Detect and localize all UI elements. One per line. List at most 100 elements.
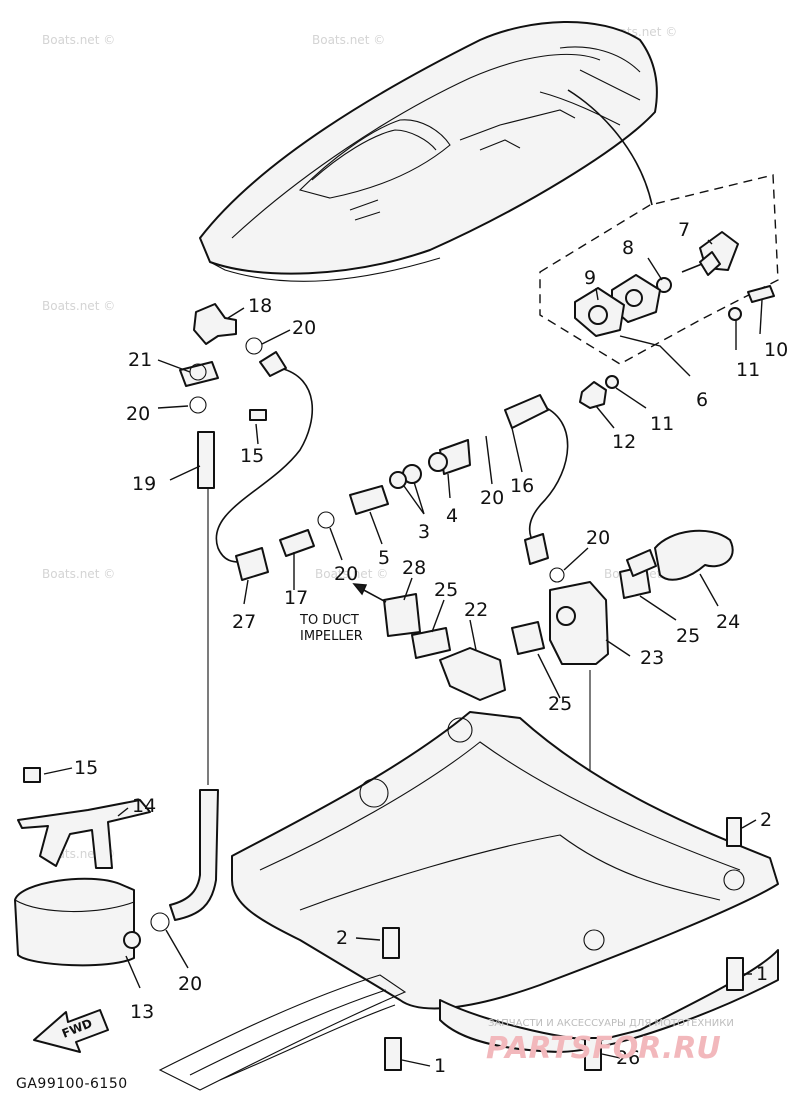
bolt: [726, 957, 744, 991]
box-13-port: [123, 931, 141, 949]
callout-label: 27: [232, 611, 256, 633]
box-13: [14, 877, 135, 967]
callout-label: 14: [132, 795, 156, 817]
hose-clamp: [411, 627, 451, 659]
callout-label: 25: [676, 625, 700, 647]
watermark: Boats.net ©: [42, 567, 115, 581]
callout-label: 20: [334, 563, 358, 585]
callout-label: 10: [764, 339, 788, 361]
hose-clamp: [549, 567, 565, 583]
watermark: Boats.net ©: [42, 299, 115, 313]
callouts: 18 20 21 20 15 19 7 8 9 10 11 6 11 12 16…: [74, 219, 788, 1077]
screw: [23, 767, 41, 783]
callout-label: 1: [756, 963, 768, 985]
callout-label: 18: [248, 295, 272, 317]
engine-bed: [231, 711, 779, 1053]
callout-label: 21: [128, 349, 152, 371]
callout-label: 2: [760, 809, 772, 831]
callout-label: 26: [616, 1047, 640, 1069]
hose-piece: [259, 351, 287, 377]
fwd-arrow: FWD: [33, 1009, 109, 1053]
hose-clamp: [317, 511, 335, 529]
watermark: Boats.net ©: [312, 33, 385, 47]
bolt: [384, 1037, 402, 1071]
callout-label: 20: [178, 973, 202, 995]
callout-label: 20: [126, 403, 150, 425]
leader-lines: [43, 239, 763, 1067]
washer: [389, 471, 407, 489]
elbow-27: [235, 547, 269, 581]
hose-route: [529, 404, 569, 546]
bracket: [179, 361, 219, 387]
callout-label: 22: [464, 599, 488, 621]
bolt: [584, 1037, 602, 1071]
hose-route: [215, 367, 313, 563]
callout-label: 4: [446, 505, 458, 527]
callout-label: 23: [640, 647, 664, 669]
callout-label: 13: [130, 1001, 154, 1023]
callout-label: 8: [622, 237, 634, 259]
callout-label: 24: [716, 611, 740, 633]
box-13-edge: [14, 899, 135, 913]
note-line-2: IMPELLER: [300, 629, 363, 644]
callout-label: 11: [736, 359, 760, 381]
callout-label: 16: [510, 475, 534, 497]
hose-24: [654, 529, 734, 581]
hose-20: [169, 789, 219, 921]
duct-arrow-head: [352, 583, 368, 596]
callout-label: 6: [696, 389, 708, 411]
o-ring: [656, 277, 672, 293]
callout-label: 17: [284, 587, 308, 609]
washer: [428, 452, 448, 472]
housing-23: [549, 581, 609, 665]
callout-label: 20: [586, 527, 610, 549]
callout-label: 20: [292, 317, 316, 339]
watermark: Boats.net ©: [315, 567, 388, 581]
bracket-14: [17, 799, 151, 869]
hose-16: [504, 394, 549, 429]
bolt: [382, 927, 400, 959]
bolt: [747, 285, 775, 303]
connector-28: [383, 593, 421, 637]
callout-label: 7: [678, 219, 690, 241]
callout-label: 28: [402, 557, 426, 579]
callout-label: 11: [650, 413, 674, 435]
brand-subtitle: ЗАПЧАСТИ И АКСЕССУАРЫ ДЛЯ МОТОТЕХНИКИ: [488, 1018, 734, 1029]
hose-clamp: [511, 621, 545, 655]
brand-logo: PARTSFOR.RU: [486, 1031, 721, 1066]
bolt: [726, 817, 742, 847]
nipple-fitting: [349, 485, 389, 515]
callout-label: 3: [418, 521, 430, 543]
detail-box: [539, 174, 779, 365]
callout-label: 12: [612, 431, 636, 453]
diagram-code: GA99100-6150: [16, 1076, 128, 1092]
hose-clamp: [150, 912, 170, 932]
hose-clamp: [245, 337, 263, 355]
washer: [605, 375, 619, 389]
hose-22: [439, 647, 506, 701]
callout-label: 1: [434, 1055, 446, 1077]
callout-label: 25: [548, 693, 572, 715]
washer: [728, 307, 742, 321]
note-line-1: TO DUCT: [299, 613, 359, 628]
screw: [249, 409, 267, 421]
hose-clamp: [189, 396, 207, 414]
callout-label: 5: [378, 547, 390, 569]
overflow-line: [567, 89, 653, 206]
hose-17: [279, 529, 315, 557]
housing-port: [556, 606, 576, 626]
callout-label: 20: [480, 487, 504, 509]
callout-label: 19: [132, 473, 156, 495]
callout-label: 25: [434, 579, 458, 601]
callout-label: 15: [240, 445, 264, 467]
stern-ribs: [158, 974, 407, 1091]
callout-label: 9: [584, 267, 596, 289]
gasket: [574, 287, 625, 337]
drain-plug: [681, 231, 739, 276]
callout-label: 15: [74, 757, 98, 779]
hose-19: [197, 431, 215, 489]
hose-piece: [626, 549, 657, 577]
watermark: Boats.net ©: [42, 33, 115, 47]
hull-deck: [199, 21, 658, 282]
